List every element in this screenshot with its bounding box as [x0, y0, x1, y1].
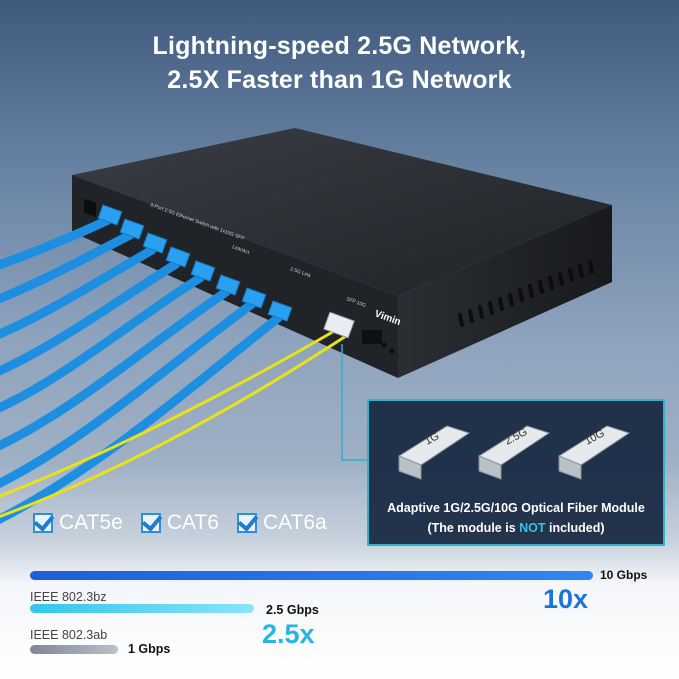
standard-802-3bz: IEEE 802.3bz — [30, 590, 107, 604]
headline-line-2: 2.5X Faster than 1G Network — [167, 66, 512, 94]
sfp-module-2.5g: 2.5G — [477, 425, 551, 480]
checkmark-icon — [140, 513, 161, 533]
standard-802-3ab: IEEE 802.3ab — [30, 628, 108, 642]
checkmark-icon — [236, 513, 257, 533]
not-emphasis: NOT — [519, 521, 546, 535]
speed-bar-10g — [30, 571, 593, 580]
headline-line-1: Lightning-speed 2.5G Network, — [152, 32, 527, 60]
power-port — [84, 198, 96, 217]
vent-slots — [458, 260, 594, 327]
speed-label-2-5g: 2.5 Gbps — [266, 603, 319, 617]
multiplier-10x: 10x — [543, 584, 589, 614]
switch-front — [72, 175, 398, 378]
module-caption-line-2: (The module is NOT included) — [427, 521, 605, 535]
module-caption-line-1: Adaptive 1G/2.5G/10G Optical Fiber Modul… — [387, 501, 645, 515]
multiplier-2-5x: 2.5x — [262, 619, 315, 649]
fiber-connector — [323, 311, 355, 339]
speed-label-1g: 1 Gbps — [128, 642, 171, 656]
cable-type-list: CAT5e CAT6 CAT6a — [33, 511, 327, 535]
fiber-cables — [0, 328, 347, 518]
link-act-label: Link/Act — [231, 244, 250, 256]
speed-bar-2-5g — [30, 604, 254, 613]
speed-label-10g: 10 Gbps — [600, 568, 648, 582]
switch-top — [72, 128, 612, 296]
checkmark-icon — [33, 513, 53, 533]
sfp-module-10g: 10G — [557, 425, 631, 480]
sfp-module-1g: 1G — [397, 425, 471, 480]
sfp-modules: 1G 2.5G 10G — [397, 425, 631, 480]
switch-side — [398, 205, 612, 378]
cable-type-cat5e: CAT5e — [33, 511, 123, 535]
leader-line — [341, 344, 367, 461]
sfp-port — [362, 330, 382, 344]
speed-bar-1g — [30, 645, 118, 654]
rj45-connectors — [97, 204, 293, 322]
ethernet-cables — [0, 215, 283, 524]
module-inset: 1G 2.5G 10G Adaptive 1G/2.5G/10G Optical… — [367, 399, 665, 546]
cable-type-cat6a: CAT6a — [236, 511, 327, 535]
cable-type-cat6: CAT6 — [140, 511, 219, 535]
